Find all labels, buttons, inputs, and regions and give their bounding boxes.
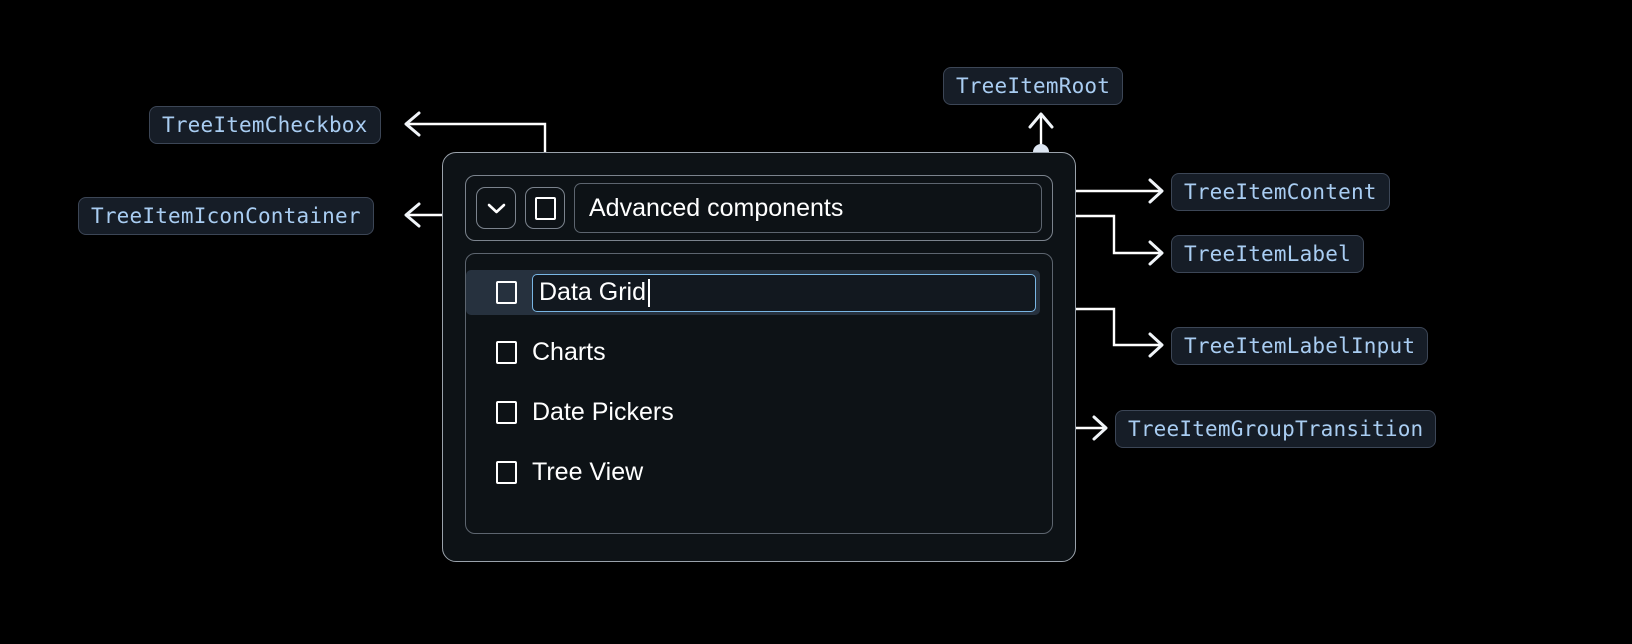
annotation-tree-item-icon-container: TreeItemIconContainer (78, 197, 374, 235)
tree-item-date-pickers[interactable]: Date Pickers (466, 390, 1052, 435)
label-input-value: Data Grid (539, 278, 646, 306)
tree-item-label-input[interactable]: Data Grid (532, 273, 1036, 312)
checkbox-unchecked-icon[interactable] (496, 281, 517, 304)
arrowhead-label (1148, 240, 1164, 266)
arrowhead-checkbox (404, 111, 421, 137)
checkbox-unchecked-icon (534, 196, 556, 220)
tree-item-checkbox[interactable] (525, 187, 565, 229)
annotation-tree-item-label: TreeItemLabel (1171, 235, 1364, 273)
arrowhead-icon-container (404, 202, 421, 228)
annotation-label: TreeItemContent (1184, 180, 1377, 204)
tree-item-icon-container[interactable] (476, 187, 516, 229)
annotation-label: TreeItemRoot (956, 74, 1111, 98)
tree-item-group-transition: Data Grid Charts Date Pickers Tree View (465, 253, 1053, 534)
tree-item-label: Tree View (532, 458, 644, 486)
annotation-label: TreeItemLabelInput (1184, 334, 1416, 358)
annotation-tree-item-root: TreeItemRoot (943, 67, 1124, 105)
checkbox-unchecked-icon[interactable] (496, 461, 517, 484)
tree-item-charts[interactable]: Charts (466, 330, 1052, 375)
annotation-tree-item-checkbox: TreeItemCheckbox (149, 106, 381, 144)
annotation-tree-item-group-transition: TreeItemGroupTransition (1115, 410, 1437, 448)
checkbox-unchecked-icon[interactable] (496, 401, 517, 424)
chevron-down-icon (487, 203, 505, 213)
annotation-tree-item-content: TreeItemContent (1171, 173, 1390, 211)
tree-item-content[interactable]: Advanced components (465, 175, 1053, 241)
arrowhead-content (1148, 178, 1164, 204)
arrowhead-root (1028, 112, 1054, 129)
tree-item-label[interactable]: Advanced components (574, 183, 1042, 233)
annotation-label: TreeItemGroupTransition (1128, 417, 1424, 441)
checkbox-unchecked-icon[interactable] (496, 341, 517, 364)
tree-item-label: Date Pickers (532, 398, 674, 426)
arrowhead-label-input (1148, 332, 1164, 358)
annotation-label: TreeItemCheckbox (162, 113, 368, 137)
tree-item-root[interactable]: Advanced components Data Grid Charts Dat… (442, 152, 1076, 562)
tree-item-data-grid[interactable]: Data Grid (466, 270, 1040, 315)
tree-item-tree-view[interactable]: Tree View (466, 450, 1052, 495)
annotation-label: TreeItemIconContainer (91, 204, 361, 228)
arrowhead-group-transition (1092, 415, 1108, 441)
annotation-label: TreeItemLabel (1184, 242, 1351, 266)
tree-item-label: Charts (532, 338, 606, 366)
annotation-tree-item-label-input: TreeItemLabelInput (1171, 327, 1429, 365)
text-caret (647, 278, 650, 307)
